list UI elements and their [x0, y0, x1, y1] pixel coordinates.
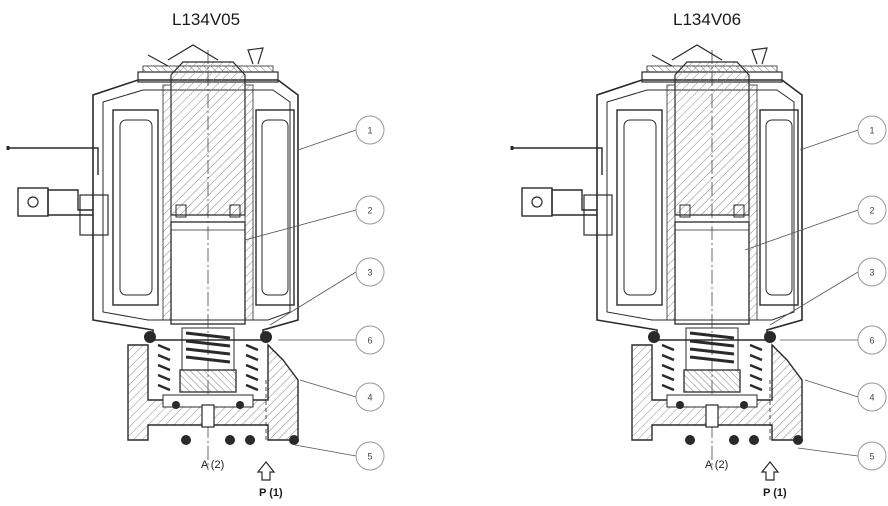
callout-number-right-1: 1 [869, 126, 874, 136]
callout-number-right-2: 2 [869, 206, 874, 216]
callout-leader-right-2 [744, 209, 859, 251]
callout-leader-left-4 [299, 379, 357, 398]
callout-circle-left-1 [355, 115, 385, 145]
callout-leader-left-3 [269, 271, 357, 326]
callout-leader-right-3 [769, 271, 859, 326]
callout-number-left-1: 1 [367, 126, 372, 136]
port-p-label-left: P (1) [259, 487, 283, 499]
valve-drawing-l134v06 [510, 43, 805, 482]
callouts-left: 1 2 3 6 4 5 [244, 115, 385, 471]
callout-number-left-3: 3 [367, 268, 372, 278]
figure-title-right: L134V06 [673, 10, 742, 29]
callout-number-right-6: 6 [869, 336, 874, 346]
callout-circle-left-3 [355, 257, 385, 287]
callout-circle-left-4 [355, 382, 385, 412]
callout-number-right-4: 4 [869, 393, 874, 403]
callout-circle-right-2 [857, 195, 887, 225]
callout-number-left-6: 6 [367, 336, 372, 346]
callout-number-left-5: 5 [367, 452, 372, 462]
callouts-right: 1 2 3 6 4 5 [744, 115, 887, 471]
callout-number-right-5: 5 [869, 452, 874, 462]
callout-number-right-3: 3 [869, 268, 874, 278]
figure-title-left: L134V05 [172, 10, 241, 29]
valve-drawing-l134v05 [6, 43, 301, 482]
callout-leader-left-2 [244, 209, 357, 241]
callout-number-left-4: 4 [367, 393, 372, 403]
port-a-label-right: A (2) [705, 459, 728, 471]
callout-circle-right-4 [857, 382, 887, 412]
callout-leader-left-5 [294, 444, 357, 457]
callout-circle-left-2 [355, 195, 385, 225]
callout-circle-left-6 [355, 325, 385, 355]
port-p-label-right: P (1) [763, 487, 787, 499]
callout-circle-right-3 [857, 257, 887, 287]
callout-circle-left-5 [355, 441, 385, 471]
callout-leader-right-1 [799, 129, 859, 151]
callout-leader-right-4 [804, 379, 859, 398]
callout-leader-left-1 [297, 129, 357, 151]
port-a-label-left: A (2) [201, 459, 224, 471]
callout-circle-right-1 [857, 115, 887, 145]
callout-leader-right-5 [797, 447, 859, 457]
callout-circle-right-5 [857, 441, 887, 471]
callout-circle-right-6 [857, 325, 887, 355]
callout-number-left-2: 2 [367, 206, 372, 216]
